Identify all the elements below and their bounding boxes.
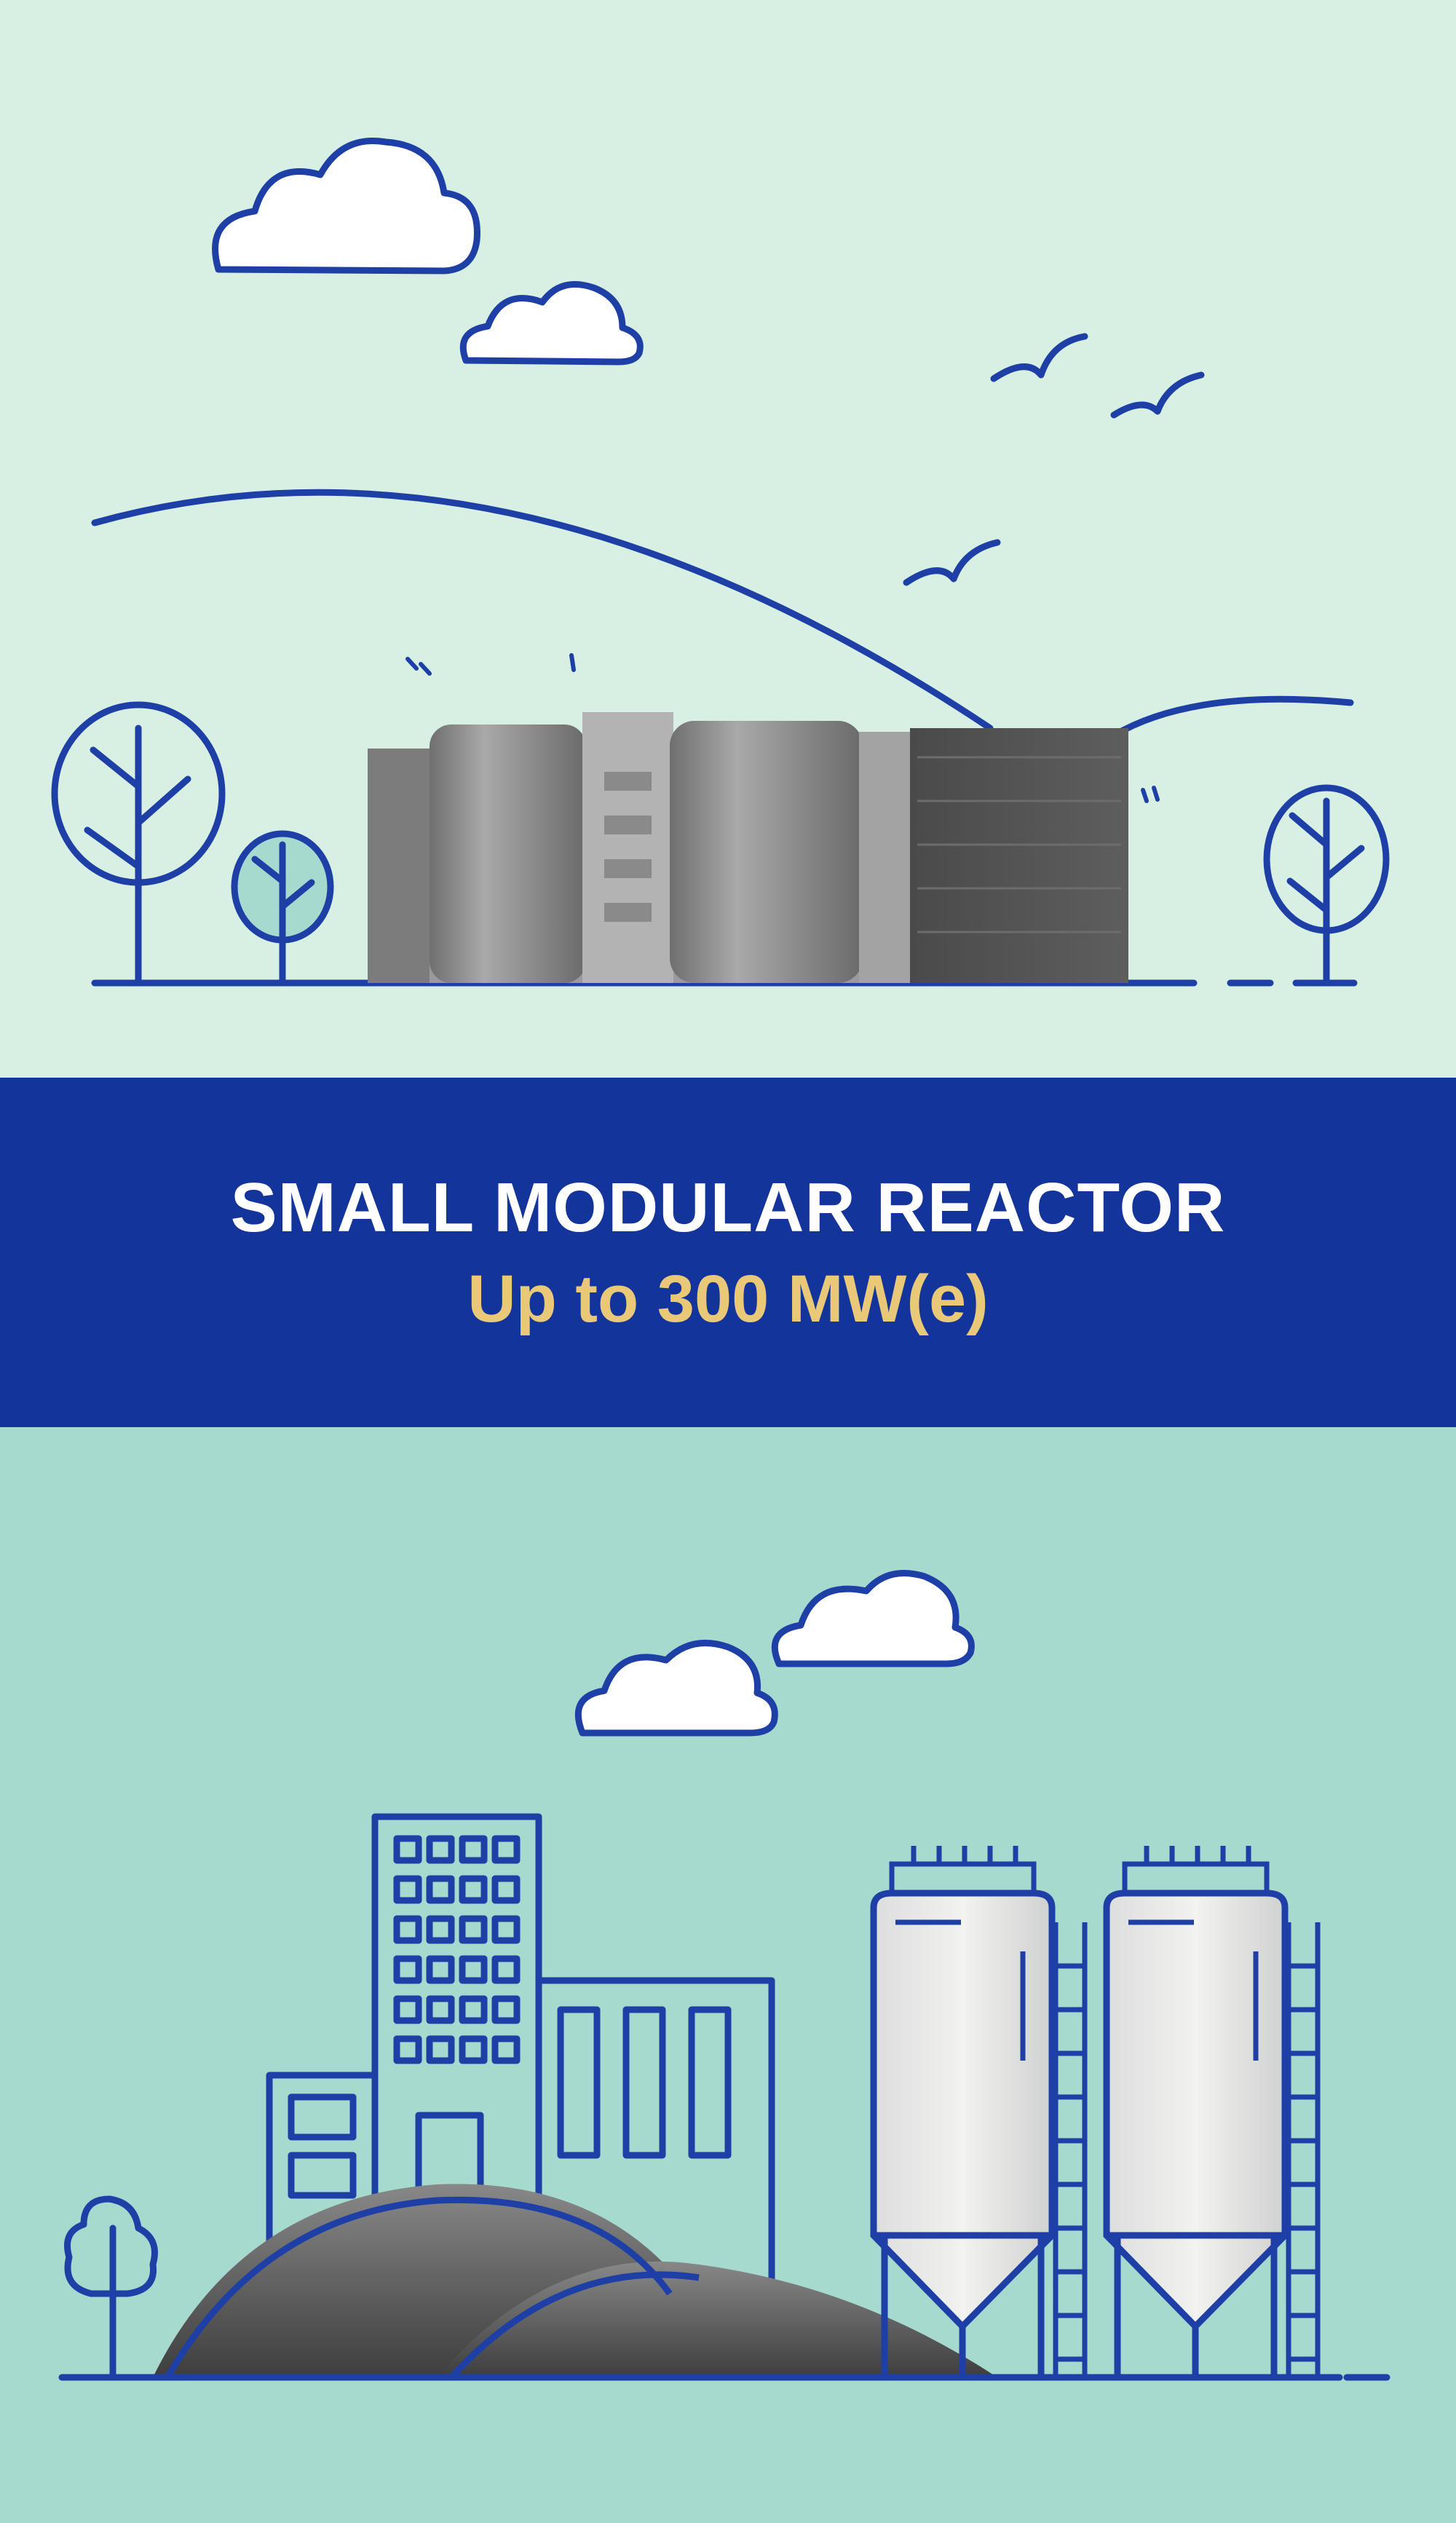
banner: SMALL MODULAR REACTOR Up to 300 MW(e)	[0, 1078, 1456, 1427]
bird-icon	[990, 333, 1088, 382]
spark-mark	[405, 657, 432, 676]
tree-icon	[51, 701, 226, 983]
tree-icon	[64, 2195, 158, 2381]
cloud-icon	[771, 1570, 975, 1667]
spark-mark	[1141, 786, 1160, 803]
hill-line	[91, 489, 994, 732]
banner-band	[0, 1078, 1456, 1427]
banner-subtitle: Up to 300 MW(e)	[467, 1261, 989, 1336]
cloud-icon	[459, 281, 644, 366]
banner-title: SMALL MODULAR REACTOR	[230, 1168, 1226, 1247]
cloud-icon	[574, 1639, 778, 1737]
silo-icon	[1103, 1846, 1289, 2377]
cloud-icon	[212, 138, 480, 275]
coal-mound-icon	[153, 2184, 997, 2380]
silo-icon	[870, 1846, 1056, 2377]
reactor-building-icon	[368, 712, 1128, 983]
ladder	[1053, 1922, 1321, 2377]
tree-icon	[1263, 784, 1390, 983]
spark-mark	[569, 653, 576, 672]
hill-line	[1110, 695, 1354, 739]
bird-icon	[1110, 371, 1205, 419]
bird-icon	[903, 539, 1001, 586]
tree-icon	[231, 830, 334, 983]
